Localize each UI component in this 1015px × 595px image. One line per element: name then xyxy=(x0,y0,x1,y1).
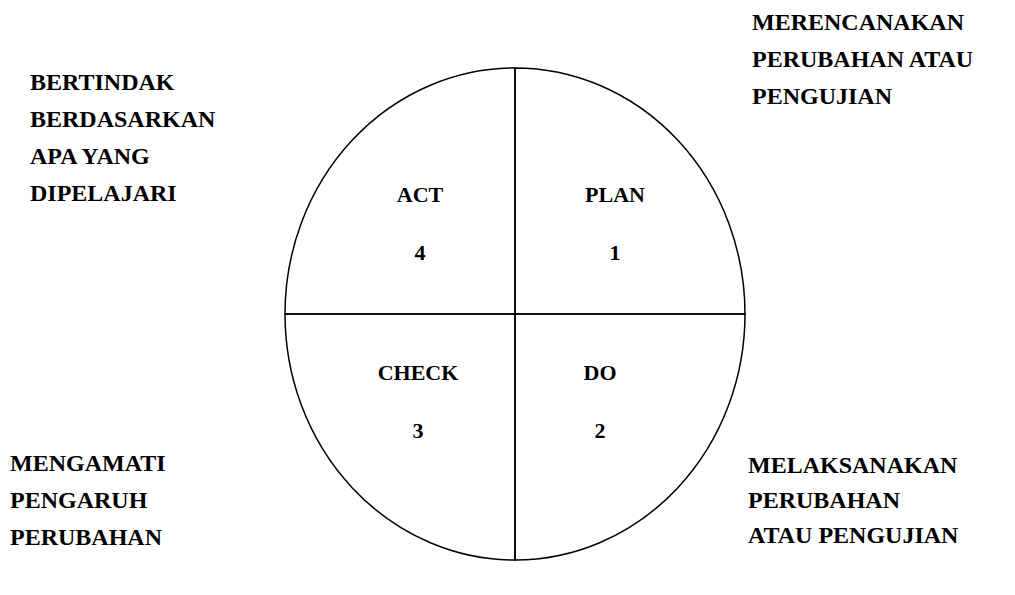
phase-name: DO xyxy=(584,359,617,387)
quadrant-outline xyxy=(515,314,745,560)
quadrant-border xyxy=(515,68,745,314)
phase-number: 2 xyxy=(595,417,606,445)
quadrant-border xyxy=(515,314,745,560)
phase-name: ACT xyxy=(397,181,443,209)
quadrant-outline xyxy=(285,314,515,560)
quadrant-segment: DO 2 xyxy=(515,314,745,560)
quadrant-segment: ACT 4 xyxy=(285,68,515,314)
quadrant-segment: PLAN 1 xyxy=(515,68,745,314)
quadrant-border xyxy=(285,68,515,314)
phase-description: BERTINDAK BERDASARKAN APA YANG DIPELAJAR… xyxy=(30,64,230,212)
phase-number: 1 xyxy=(610,239,621,267)
phase-description: MENGAMATI PENGARUH PERUBAHAN xyxy=(10,445,190,556)
phase-number: 3 xyxy=(413,417,424,445)
quadrant-border xyxy=(285,314,515,560)
phase-description: MERENCANAKAN PERUBAHAN ATAU PENGUJIAN xyxy=(752,4,992,115)
phase-name: PLAN xyxy=(585,181,645,209)
phase-number: 4 xyxy=(415,239,426,267)
quadrant-segment: CHECK 3 xyxy=(285,314,515,560)
phase-name: CHECK xyxy=(378,359,459,387)
phase-description: MELAKSANAKAN PERUBAHAN ATAU PENGUJIAN xyxy=(748,448,964,553)
